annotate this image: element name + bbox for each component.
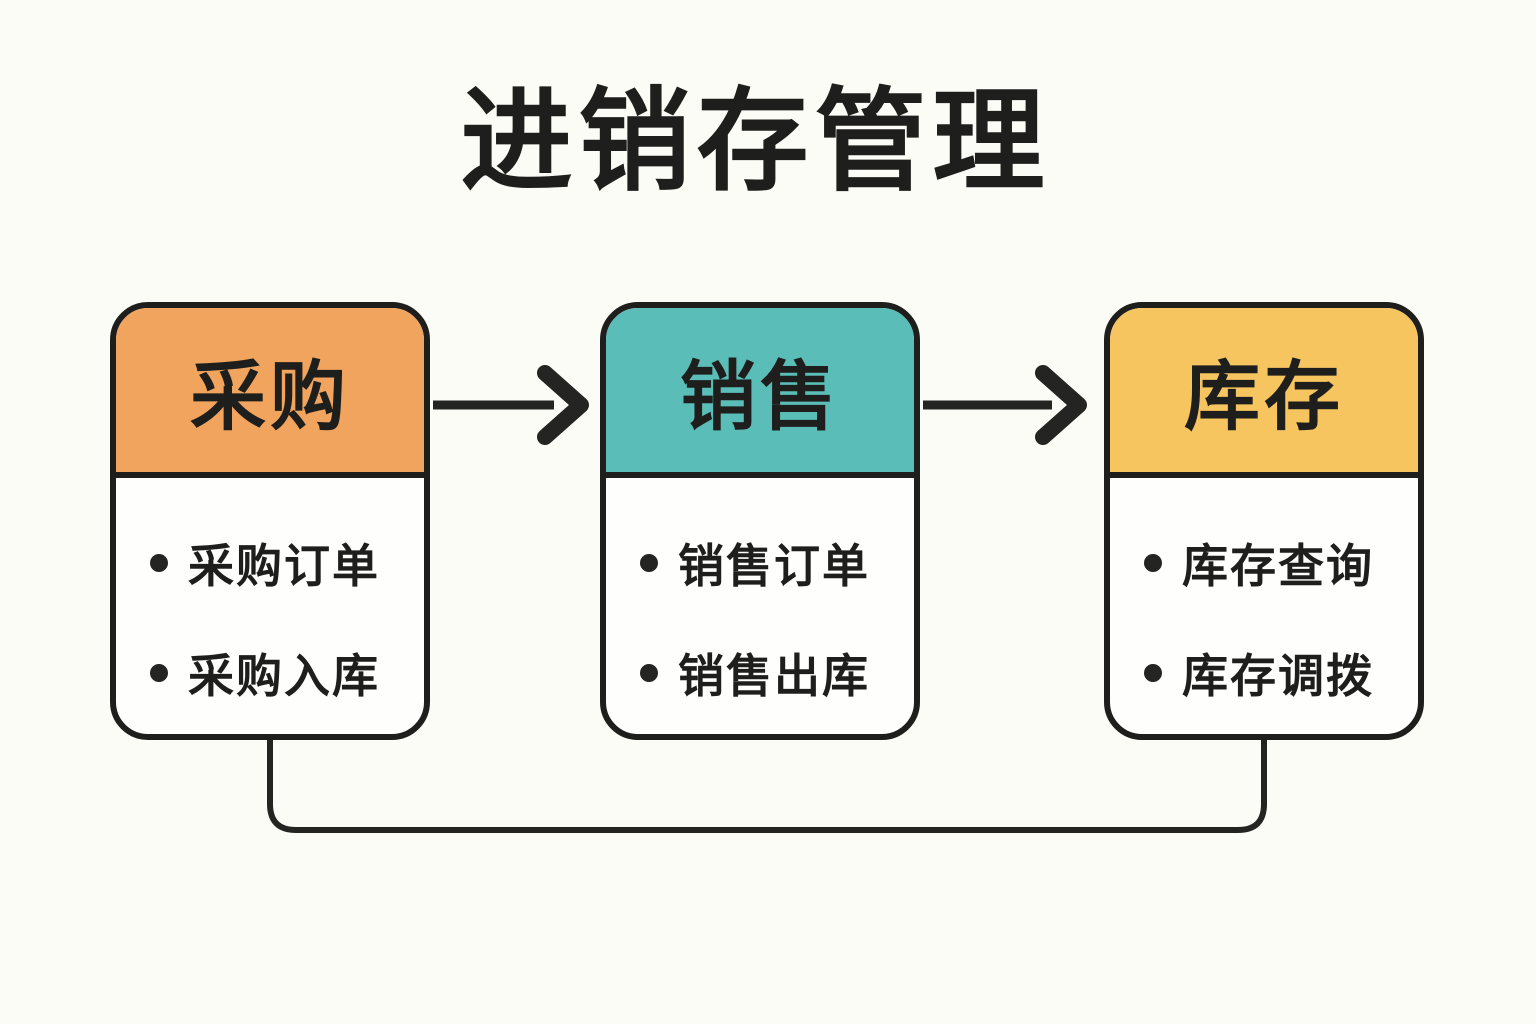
arrow-right-icon <box>1035 365 1087 445</box>
list-item-label: 库存查询 <box>1182 540 1374 592</box>
node-inventory-label: 库存 <box>1184 355 1344 440</box>
node-purchase-items: 采购订单 采购入库 <box>116 478 424 706</box>
bullet-icon <box>150 664 168 682</box>
list-item-label: 销售订单 <box>678 540 870 592</box>
list-item: 采购订单 <box>150 530 424 596</box>
list-item: 销售订单 <box>640 530 914 596</box>
node-sales-items: 销售订单 销售出库 <box>606 478 914 706</box>
page-title: 进销存管理 <box>460 79 1051 204</box>
node-sales: 销售 销售订单 销售出库 <box>600 302 920 740</box>
list-item-label: 销售出库 <box>678 650 870 702</box>
arrow-sales-to-inventory <box>923 365 1087 445</box>
list-item: 销售出库 <box>640 640 914 706</box>
list-item-label: 库存调拨 <box>1182 650 1374 702</box>
node-purchase: 采购 采购订单 采购入库 <box>110 302 430 740</box>
node-sales-label: 销售 <box>680 355 840 440</box>
list-item-label: 采购订单 <box>188 540 380 592</box>
bullet-icon <box>640 554 658 572</box>
node-inventory-header: 库存 <box>1110 308 1418 478</box>
arrow-right-icon <box>537 365 589 445</box>
list-item: 采购入库 <box>150 640 424 706</box>
node-inventory-items: 库存查询 库存调拨 <box>1110 478 1418 706</box>
bullet-icon <box>640 664 658 682</box>
node-sales-header: 销售 <box>606 308 914 478</box>
node-purchase-label: 采购 <box>190 355 350 440</box>
bullet-icon <box>1144 554 1162 572</box>
node-purchase-header: 采购 <box>116 308 424 478</box>
bullet-icon <box>1144 664 1162 682</box>
list-item: 库存查询 <box>1144 530 1418 596</box>
list-item-label: 采购入库 <box>188 650 380 702</box>
node-inventory: 库存 库存查询 库存调拨 <box>1104 302 1424 740</box>
list-item: 库存调拨 <box>1144 640 1418 706</box>
arrow-purchase-to-sales <box>433 365 589 445</box>
bullet-icon <box>150 554 168 572</box>
bottom-loop-line <box>267 738 1267 833</box>
